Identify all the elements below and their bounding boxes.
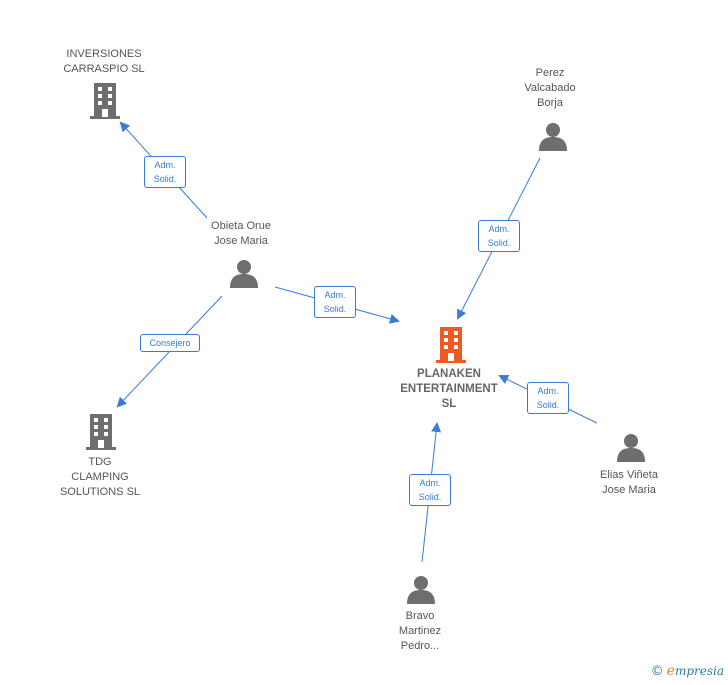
copyright-symbol: ©	[650, 664, 664, 679]
node-label-tdg[interactable]: TDG CLAMPING SOLUTIONS SL	[59, 456, 141, 498]
node-label-perez[interactable]: Perez Valcabado Borja	[524, 67, 576, 109]
edge-label-obieta-planaken: Adm. Solid.	[314, 286, 356, 318]
building-icon[interactable]	[86, 414, 116, 450]
edge-label-bravo-planaken: Adm. Solid.	[409, 474, 451, 506]
edge-label-perez-planaken: Adm. Solid.	[478, 220, 520, 252]
node-label-elias[interactable]: Elias Viñeta Jose Maria	[600, 469, 658, 496]
person-icon[interactable]	[407, 574, 435, 604]
building-icon-main[interactable]	[435, 327, 467, 363]
building-icon[interactable]	[90, 83, 120, 119]
edge-label-obieta-tdg: Consejero	[140, 334, 200, 352]
edge-label-elias-planaken: Adm. Solid.	[527, 382, 569, 414]
person-icon[interactable]	[617, 432, 645, 462]
brand-name: mpresia	[674, 664, 724, 678]
brand-initial: e	[666, 663, 675, 679]
node-label-bravo[interactable]: Bravo Martinez Pedro...	[398, 610, 442, 652]
person-icon[interactable]	[539, 121, 567, 151]
edge-label-obieta-inversiones: Adm. Solid.	[144, 156, 186, 188]
node-label-inversiones[interactable]: INVERSIONES CARRASPIO SL	[63, 48, 145, 75]
node-label-obieta[interactable]: Obieta Orue Jose Maria	[211, 220, 271, 247]
person-icon[interactable]	[230, 258, 258, 288]
node-label-planaken[interactable]: PLANAKEN ENTERTAINMENT SL	[400, 368, 498, 410]
brand-logo: ©empresia	[651, 663, 724, 679]
